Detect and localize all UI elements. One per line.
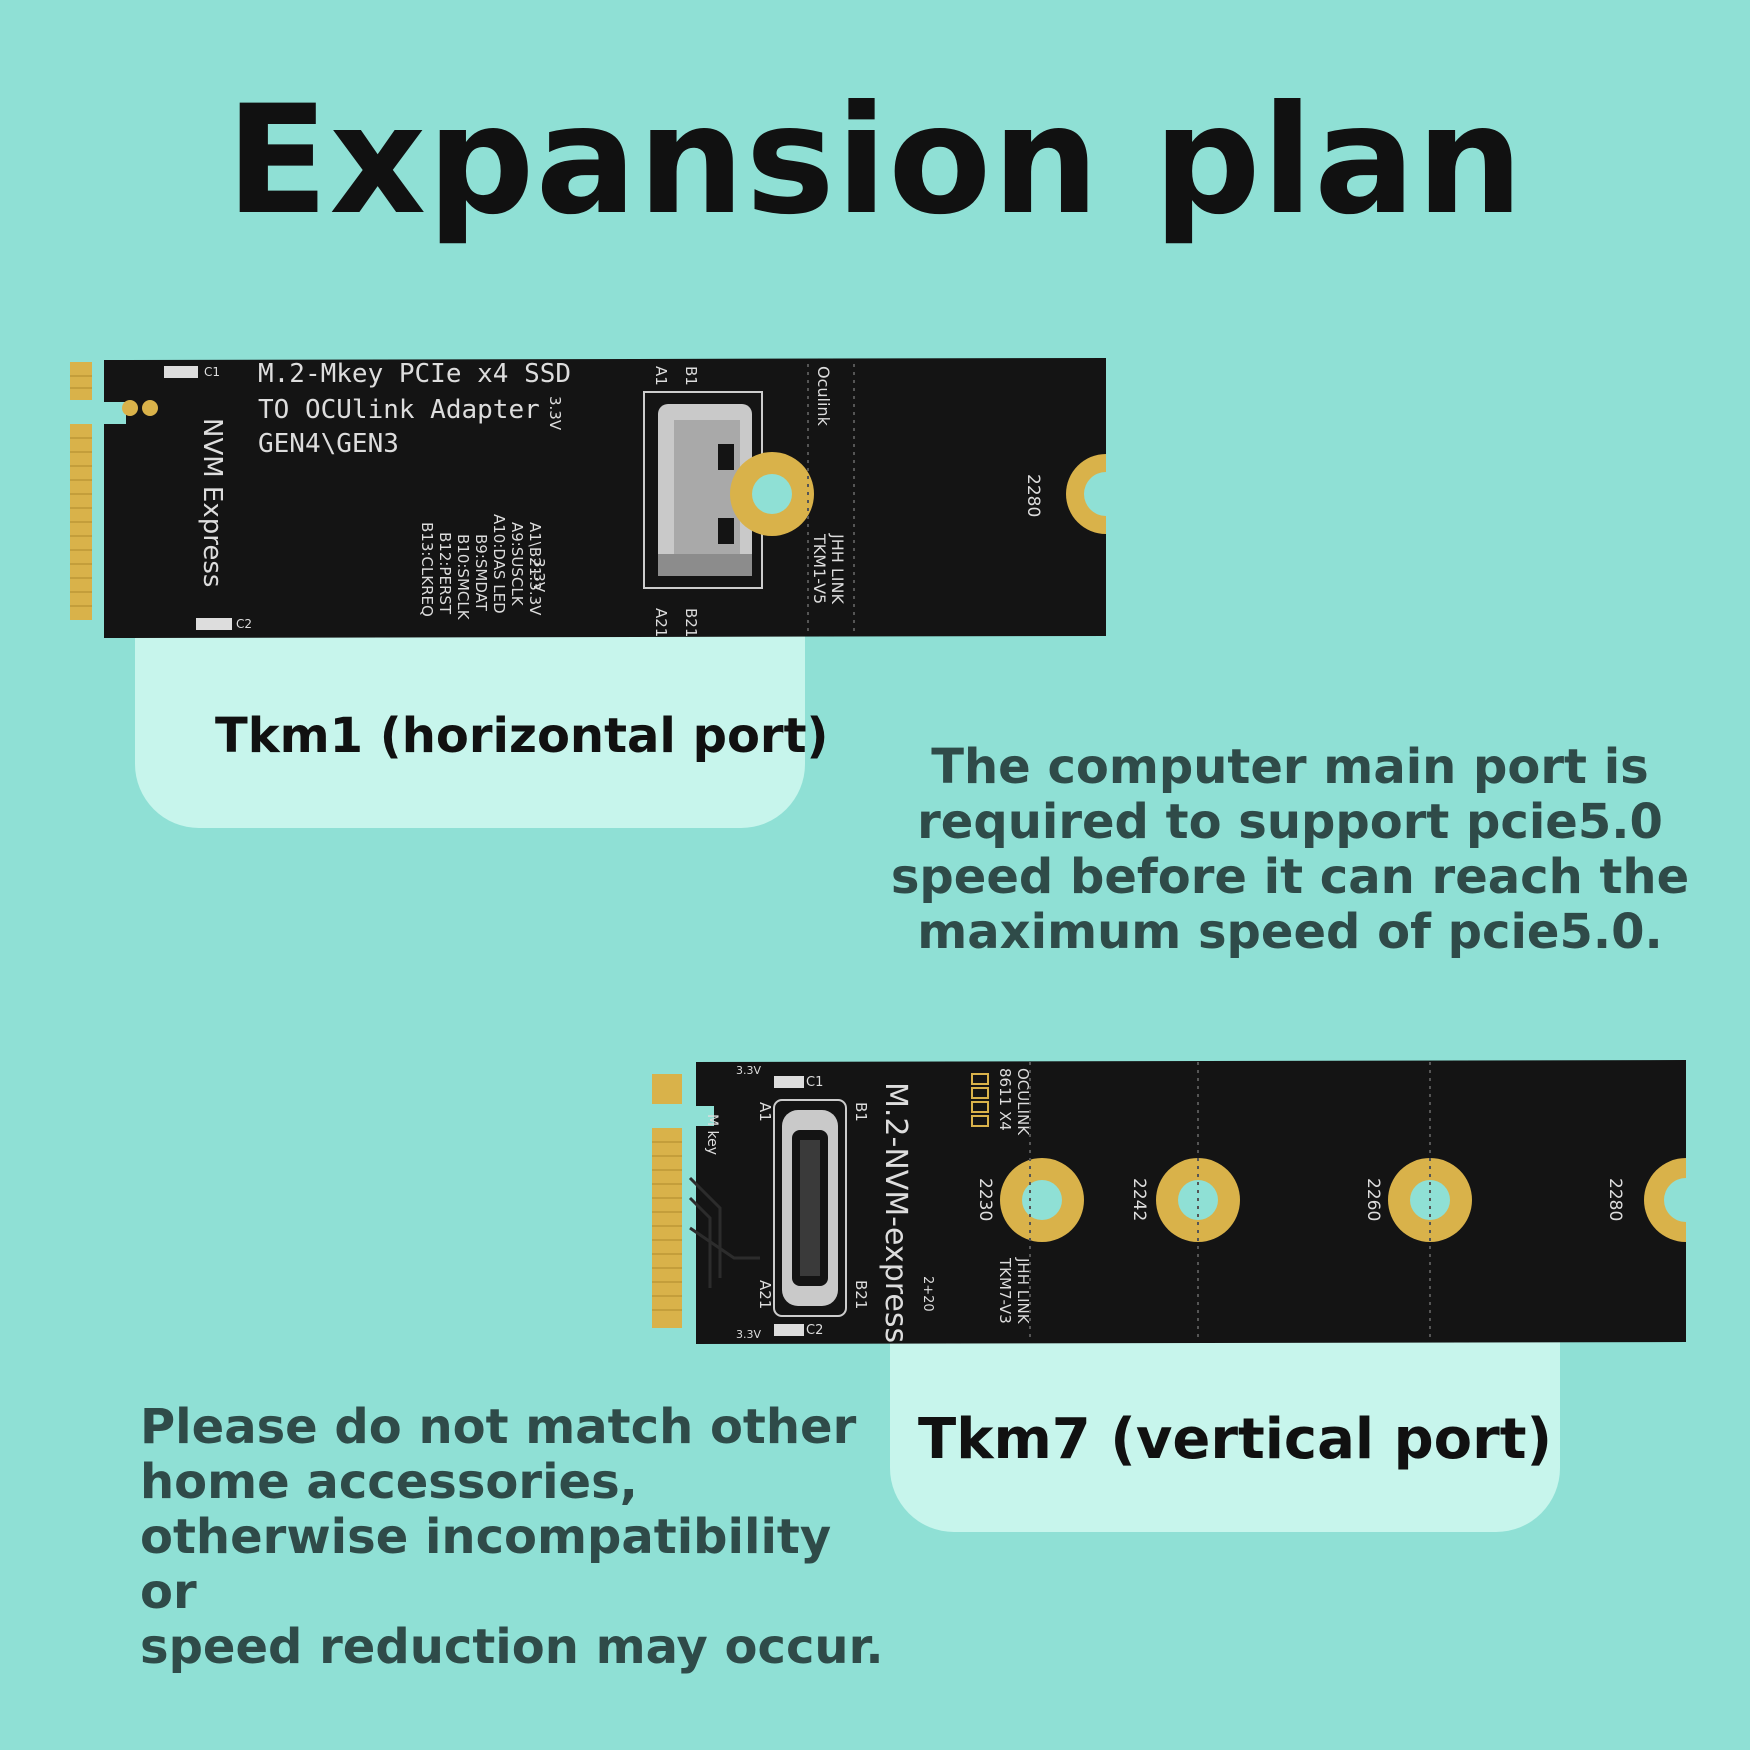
tkm7-size-2230: 2230 (975, 1178, 995, 1221)
tkm7-size-2280: 2280 (1605, 1178, 1625, 1221)
tkm1-label: Tkm1 (horizontal port) (215, 708, 829, 764)
tkm1-gold-fingers (70, 362, 92, 620)
tkm7-cap-c2 (774, 1324, 804, 1336)
tkm1-pinout-3: B9:SMDAT (472, 534, 490, 612)
tkm1-pcb (104, 358, 1106, 638)
tkm1-cap-c1-label: C1 (204, 365, 220, 379)
tkm7-pin-a1: A1 (756, 1102, 774, 1122)
tkm1-heading-line2: TO OCUlink Adapter (258, 395, 540, 425)
tkm1-pin-a1: A1 (652, 366, 670, 386)
tkm7-v33-bottom: 3.3V (736, 1328, 761, 1341)
tkm1-key-notch (68, 402, 126, 424)
tkm7-label: Tkm7 (vertical port) (918, 1407, 1553, 1472)
tkm7-board-title: M.2-NVM-express (878, 1082, 913, 1343)
tkm7-board-svg: M key 3.3V C1 3.3V C2 A1 B1 A21 B21 M.2-… (650, 1060, 1686, 1344)
tkm7-label-card (890, 1340, 1560, 1532)
tkm1-pinout-2: A10:DAS LED (490, 514, 508, 614)
tkm7-cap-c1 (774, 1076, 804, 1088)
tkm1-model: TKM1-V5 (810, 533, 829, 604)
tkm7-misc: 2+20 (920, 1276, 935, 1312)
tkm1-heading-line3: GEN4\GEN3 (258, 429, 399, 459)
tkm1-pin-a21: A21 (652, 608, 670, 637)
tkm7-oculink-label: OCULINK (1014, 1068, 1032, 1136)
tkm1-v33-bottom: 3.3V (530, 558, 548, 593)
tkm7-board-image: M key 3.3V C1 3.3V C2 A1 B1 A21 B21 M.2-… (650, 1058, 1688, 1346)
tkm1-pinout-0: A1\B21:3.3V (526, 522, 544, 616)
pcie-note: The computer main port is required to su… (890, 739, 1690, 960)
tkm1-cap-c2 (196, 618, 232, 630)
tkm1-pinout-6: B13:CLKREQ (418, 522, 436, 617)
tkm7-led-row (971, 1073, 989, 1127)
tkm7-v33-top: 3.3V (736, 1064, 761, 1077)
tkm7-sff-label: 8611 X4 (996, 1068, 1014, 1131)
tkm1-v33-top: 3.3V (546, 396, 564, 431)
tkm1-label-card (135, 632, 805, 828)
tkm1-heading-line1: M.2-Mkey PCIe x4 SSD (258, 359, 571, 389)
tkm7-mkey-label: M key (704, 1114, 720, 1155)
tkm1-cap-c2-label: C2 (236, 617, 252, 631)
tkm1-pinout-4: B10:SMCLK (454, 534, 472, 621)
tkm1-pin-b1: B1 (682, 366, 700, 386)
tkm7-pin-b1: B1 (852, 1102, 870, 1122)
tkm1-board-svg: C1 C2 M.2-Mkey PCIe x4 SSD TO OCUlink Ad… (68, 358, 1106, 638)
tkm1-oculink-connector (643, 391, 763, 589)
tkm7-pin-b21: B21 (852, 1280, 870, 1309)
tkm1-size-2280: 2280 (1023, 474, 1043, 517)
tkm7-size-2260: 2260 (1363, 1178, 1383, 1221)
tkm1-oculink-label: Oculink (814, 366, 833, 427)
tkm7-model: TKM7-V3 (996, 1257, 1014, 1324)
tkm7-cap-c2-label: C2 (806, 1323, 823, 1338)
tkm1-cap-c1 (164, 366, 198, 378)
tkm1-pin-b21: B21 (682, 608, 700, 637)
tkm7-size-2242: 2242 (1129, 1178, 1149, 1221)
tkm1-board-image: C1 C2 M.2-Mkey PCIe x4 SSD TO OCUlink Ad… (68, 346, 1108, 642)
tkm1-pinout-5: B12:PERST (436, 532, 454, 615)
tkm7-oculink-connector (773, 1099, 847, 1317)
tkm7-pin-a21: A21 (756, 1280, 774, 1309)
tkm1-pinout-1: A9:SUSCLK (508, 522, 526, 607)
tkm1-brand: JHH LINK (828, 533, 847, 604)
tkm1-nvme-label: NVM Express (197, 418, 227, 587)
page-title: Expansion plan (225, 74, 1525, 248)
tkm7-cap-c1-label: C1 (806, 1075, 823, 1090)
tkm7-key-notch (650, 1106, 714, 1126)
compat-note: Please do not match other home accessori… (140, 1399, 884, 1675)
tkm7-gold-fingers (652, 1074, 682, 1328)
tkm7-brand: JHH LINK (1014, 1257, 1032, 1325)
